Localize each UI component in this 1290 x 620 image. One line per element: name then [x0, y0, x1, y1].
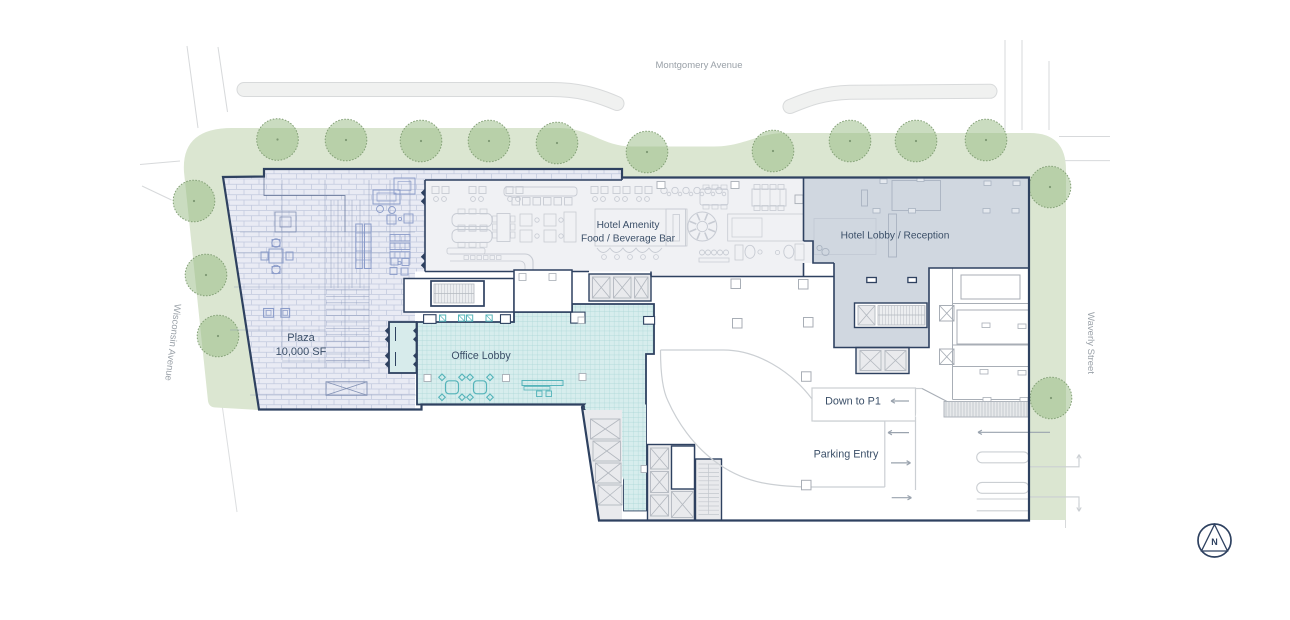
svg-text:Hotel Lobby / Reception: Hotel Lobby / Reception: [841, 231, 950, 242]
svg-text:Parking Entry: Parking Entry: [814, 449, 879, 461]
svg-text:Montgomery Avenue: Montgomery Avenue: [656, 60, 743, 71]
svg-text:Hotel Amenity: Hotel Amenity: [597, 220, 661, 231]
svg-text:10,000 SF: 10,000 SF: [276, 346, 327, 358]
svg-text:N: N: [1211, 537, 1218, 547]
svg-text:Food / Beverage Bar: Food / Beverage Bar: [581, 234, 676, 245]
svg-text:Office Lobby: Office Lobby: [451, 350, 511, 362]
svg-text:Waverly Street: Waverly Street: [1085, 312, 1096, 374]
svg-text:Down to P1: Down to P1: [825, 395, 881, 407]
svg-text:Plaza: Plaza: [287, 332, 315, 344]
